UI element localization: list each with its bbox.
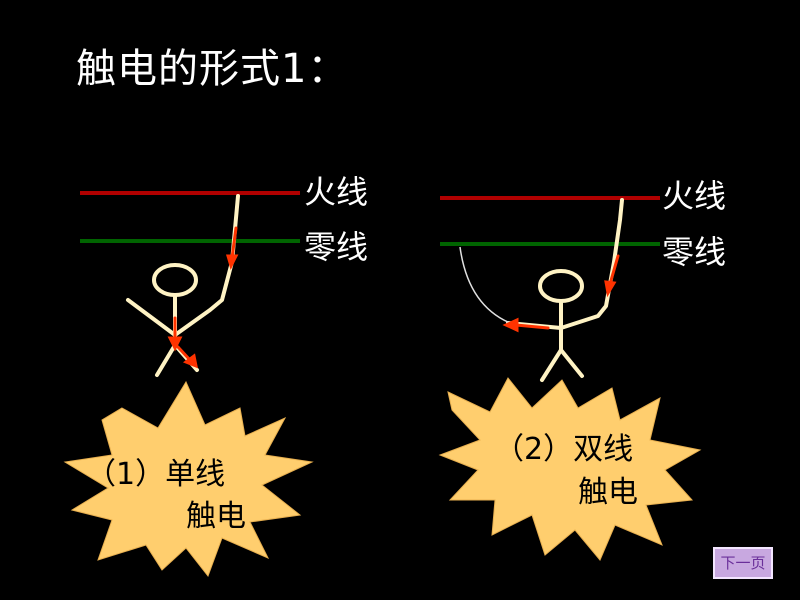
scene-single-wire xyxy=(63,191,314,578)
person-figure-1 xyxy=(126,194,240,377)
neutral-wire-label-1: 零线 xyxy=(304,228,369,266)
caption-single-wire-line1: （1）单线 xyxy=(86,457,226,492)
neutral-wire-label-2: 零线 xyxy=(662,233,727,271)
caption-single-wire-line2: 触电 xyxy=(186,499,246,534)
caption-double-wire-line1: （2）双线 xyxy=(494,432,634,467)
next-page-button[interactable]: 下一页 xyxy=(713,547,773,579)
live-wire-label-2: 火线 xyxy=(662,177,727,215)
burst-2 xyxy=(438,377,702,561)
live-wire-label-1: 火线 xyxy=(304,173,369,211)
person-figure-2 xyxy=(506,198,624,382)
current-arrows-1 xyxy=(167,226,239,369)
scene-double-wire xyxy=(438,196,702,561)
caption-double-wire-line2: 触电 xyxy=(578,475,638,510)
slide-title: 触电的形式1： xyxy=(76,46,349,92)
neutral-contact-wire xyxy=(459,246,511,324)
burst-1 xyxy=(63,380,314,578)
current-arrows-2 xyxy=(502,254,620,333)
